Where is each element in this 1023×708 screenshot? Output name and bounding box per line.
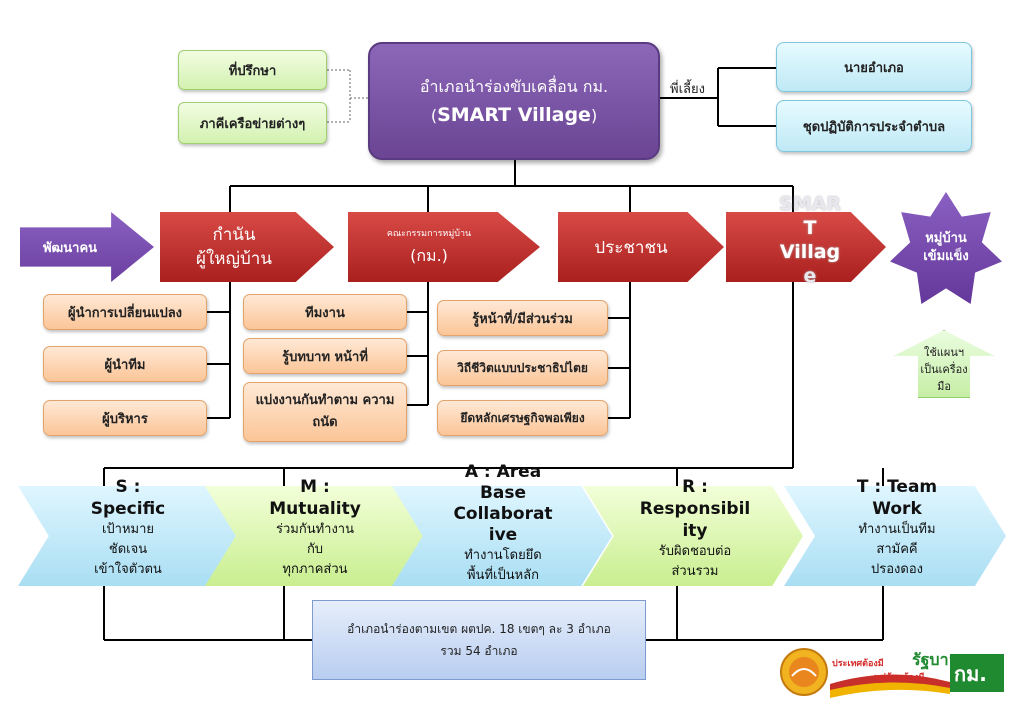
logo-swoosh xyxy=(830,654,1004,698)
flow-people-arrow: ประชาชน xyxy=(558,212,724,282)
main-title-line2: (SMART Village) xyxy=(430,103,598,126)
chevron-t-shape xyxy=(784,486,1006,586)
logo-line1: ประเทศต้องมี xyxy=(832,659,884,669)
network-partners-box: ภาคีเครือข่ายต่างๆ xyxy=(178,102,327,144)
flow-smart-village-text: SMAR T Villag e xyxy=(779,193,841,287)
chevron-m-text: M : Mutuality ร่วมกันทำงาน กับ ทุกภาคส่ว… xyxy=(269,477,361,577)
chevron-a-text: A : Area Base Collaborat ive ทำงานโดยยึด… xyxy=(453,462,553,583)
chevron-r-text: R : Responsibil ity รับผิดชอบต่อ ส่วนรวม xyxy=(639,477,751,579)
main-title-line1: อำเภอนำร่องขับเคลื่อน กม. xyxy=(419,76,609,96)
flow-kamnan-arrow: กำนัน ผู้ใหญ่บ้าน xyxy=(160,212,334,282)
chevron-a-shape xyxy=(392,486,612,586)
emblem-icon xyxy=(780,648,828,696)
advisor-box: ที่ปรึกษา xyxy=(178,50,327,90)
know-role-box: รู้บทบาท หน้าที่ xyxy=(243,338,407,374)
flow-smart-village-arrow xyxy=(726,212,886,282)
kormor-logo: ประเทศต้องมี หมู่บ้านต้องมี รัฐบาล กม. xyxy=(778,646,1004,698)
know-duty-box: รู้หน้าที่/มีส่วนร่วม xyxy=(437,300,608,336)
logo-line2: หมู่บ้านต้องมี xyxy=(874,673,925,683)
district-chief-box: นายอำเภอ xyxy=(776,42,972,92)
divide-work-box: แบ่งงานกันทำตาม ความถนัด xyxy=(243,382,407,442)
chevron-m-shape xyxy=(205,486,425,586)
logo-big1: รัฐบาล xyxy=(912,650,959,669)
logo-big2: กม. xyxy=(954,662,987,686)
mentor-label: พี่เลี้ยง xyxy=(670,82,705,97)
chevron-t-text: T : Team Work ทำงานเป็นทีม สามัคคี ปรองด… xyxy=(856,477,938,577)
use-plan-text: ใช้แผนฯ เป็นเครื่อง มือ xyxy=(920,345,968,393)
main-smart-village-box: อำเภอนำร่องขับเคลื่อน กม. (SMART Village… xyxy=(368,42,660,160)
flow-committee-arrow: คณะกรรมการหมู่บ้าน (กม.) xyxy=(348,212,540,282)
democratic-life-box: วิถีชีวิตแบบประชาธิปไตย xyxy=(437,350,608,386)
team-leader-box: ผู้นำทีม xyxy=(43,346,207,382)
chevron-s-text: S : Specific เป้าหมาย ชัดเจน เข้าใจตัวตน xyxy=(90,477,166,577)
chevron-s-shape xyxy=(18,486,238,586)
team-box: ทีมงาน xyxy=(243,294,407,330)
subdistrict-team-box: ชุดปฏิบัติการประจำตำบล xyxy=(776,100,972,152)
sufficiency-economy-box: ยึดหลักเศรษฐกิจพอเพียง xyxy=(437,400,608,436)
chevron-r-shape xyxy=(583,486,803,586)
change-leader-box: ผู้นำการเปลี่ยนแปลง xyxy=(43,294,207,330)
pilot-districts-box: อำเภอนำร่องตามเขต ผตปค. 18 เขตๆ ละ 3 อำเ… xyxy=(312,600,646,680)
executive-box: ผู้บริหาร xyxy=(43,400,207,436)
